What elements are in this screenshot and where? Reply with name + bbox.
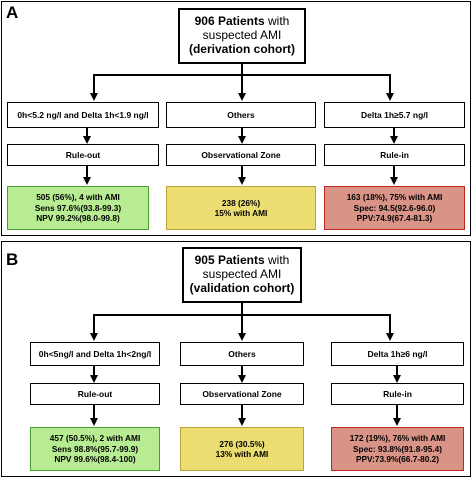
panel-b-arrow (90, 418, 98, 426)
panel-b-arrow (90, 333, 98, 341)
panel-a-connector (393, 128, 395, 137)
panel-a-criterion-rulein: Delta 1h≥5.7 ng/l (324, 102, 465, 128)
panel-b-cohort-box: 905 Patients with suspected AMI (validat… (182, 247, 302, 303)
panel-a-zone-ruleout: Rule-out (7, 144, 159, 166)
panel-b-connector (93, 366, 95, 376)
panel-a-ruleout-npv: NPV 99.2%(98.0-99.8) (36, 213, 120, 224)
panel-b-arrow (238, 375, 246, 383)
panel-a-arrow (238, 177, 246, 185)
panel-b-observational-ami: 13% with AMI (215, 449, 269, 459)
panel-a-connector (241, 64, 243, 75)
panel-a-zone-observational: Observational Zone (166, 144, 316, 166)
panel-a-criterion-ruleout: 0h<5.2 ng/l and Delta 1h<1.9 ng/l (7, 102, 159, 128)
panel-a-letter: A (6, 3, 19, 22)
panel-b-rulein-ppv: PPV:73.9%(66.7-80.2) (355, 454, 440, 465)
panel-a-suspected-text: suspected AMI (202, 28, 282, 43)
panel-b-connector (93, 405, 95, 419)
panel-a-cohort-label: (derivation cohort) (188, 41, 295, 56)
panel-b-arrow (386, 333, 394, 341)
panel-a-arrow (83, 177, 91, 185)
panel-b-connector (241, 405, 243, 419)
panel-b-ruleout-count: 457 (50.5%), 2 with AMI (49, 433, 141, 444)
panel-a-result-ruleout: 505 (56%), 4 with AMI Sens 97.6%(93.8-99… (7, 186, 149, 230)
panel-b-arrow (238, 333, 246, 341)
panel-a-arrow (390, 177, 398, 185)
panel-a-rulein-count: 163 (18%), 75% with AMI (346, 192, 443, 203)
panel-b-arrow (238, 418, 246, 426)
panel-a-patient-count: 906 Patients (194, 14, 265, 29)
panel-a-with-text: with (264, 14, 290, 29)
panel-b-result-observational: 276 (30.5%) 13% with AMI (180, 427, 304, 471)
panel-a-observational-ami: 15% with AMI (214, 208, 268, 218)
panel-b-connector (396, 366, 398, 376)
panel-b-zone-observational: Observational Zone (180, 383, 304, 405)
panel-b-frame (1, 241, 471, 477)
panel-a-connector (86, 128, 88, 137)
panel-b-observational-count: 276 (30.5%) (219, 438, 265, 449)
panel-a-arrow (386, 93, 394, 101)
panel-a-connector (241, 74, 243, 94)
panel-b-patient-count: 905 Patients (194, 253, 265, 268)
panel-a-result-rulein: 163 (18%), 75% with AMI Spec: 94.5(92.6-… (324, 186, 465, 230)
panel-a-rulein-ppv: PPV:74.9(67.4-81.3) (356, 213, 433, 224)
panel-b-suspected-text: suspected AMI (202, 267, 282, 282)
panel-a-connector (86, 166, 88, 178)
panel-a-frame (1, 1, 471, 236)
panel-b-criterion-ruleout: 0h<5ng/l and Delta 1h<2ng/l (30, 342, 160, 366)
panel-a-arrow (83, 136, 91, 144)
panel-a-ruleout-count: 505 (56%), 4 with AMI (36, 192, 120, 203)
panel-a-cohort-box: 906 Patients with suspected AMI (derivat… (178, 8, 306, 64)
panel-b-criterion-rulein: Delta 1h≥6 ng/l (331, 342, 464, 366)
panel-a-ruleout-sens: Sens 97.6%(93.8-99.3) (34, 202, 122, 213)
panel-b-connector (241, 314, 243, 334)
panel-b-ruleout-npv: NPV 99.6%(98.4-100) (54, 454, 136, 465)
panel-b-connector (241, 303, 243, 315)
panel-b-rulein-count: 172 (19%), 76% with AMI (349, 433, 446, 444)
panel-a-arrow (90, 93, 98, 101)
panel-b-connector (241, 366, 243, 376)
panel-a-result-observational: 238 (26%) 15% with AMI (166, 186, 316, 230)
panel-b-ruleout-sens: Sens 98.8%(95.7-99.9) (51, 443, 139, 454)
panel-a-connector (93, 74, 95, 94)
panel-b-zone-ruleout: Rule-out (30, 383, 160, 405)
panel-a-arrow (238, 93, 246, 101)
panel-b-connector (396, 405, 398, 419)
panel-b-arrow (393, 375, 401, 383)
panel-a-observational-count: 238 (26%) (221, 197, 261, 208)
panel-b-rulein-spec: Spec: 93.8%(91.8-95.4) (352, 443, 442, 454)
panel-a-connector (393, 166, 395, 178)
panel-b-cohort-label: (validation cohort) (189, 280, 295, 295)
panel-b-criterion-others: Others (180, 342, 304, 366)
panel-a-connector (241, 128, 243, 137)
panel-b-result-rulein: 172 (19%), 76% with AMI Spec: 93.8%(91.8… (331, 427, 464, 471)
panel-a-zone-rulein: Rule-in (324, 144, 465, 166)
panel-a-criterion-others: Others (166, 102, 316, 128)
panel-b-arrow (393, 418, 401, 426)
panel-b-letter: B (6, 250, 19, 269)
panel-b-result-ruleout: 457 (50.5%), 2 with AMI Sens 98.8%(95.7-… (30, 427, 160, 471)
panel-b-connector (389, 314, 391, 334)
panel-a-connector (389, 74, 391, 94)
panel-a-arrow (238, 136, 246, 144)
panel-b-with-text: with (264, 253, 290, 268)
panel-a-connector (241, 166, 243, 178)
panel-b-arrow (90, 375, 98, 383)
panel-b-connector (93, 314, 95, 334)
panel-a-arrow (390, 136, 398, 144)
panel-b-zone-rulein: Rule-in (331, 383, 464, 405)
panel-a-rulein-spec: Spec: 94.5(92.6-96.0) (353, 202, 436, 213)
